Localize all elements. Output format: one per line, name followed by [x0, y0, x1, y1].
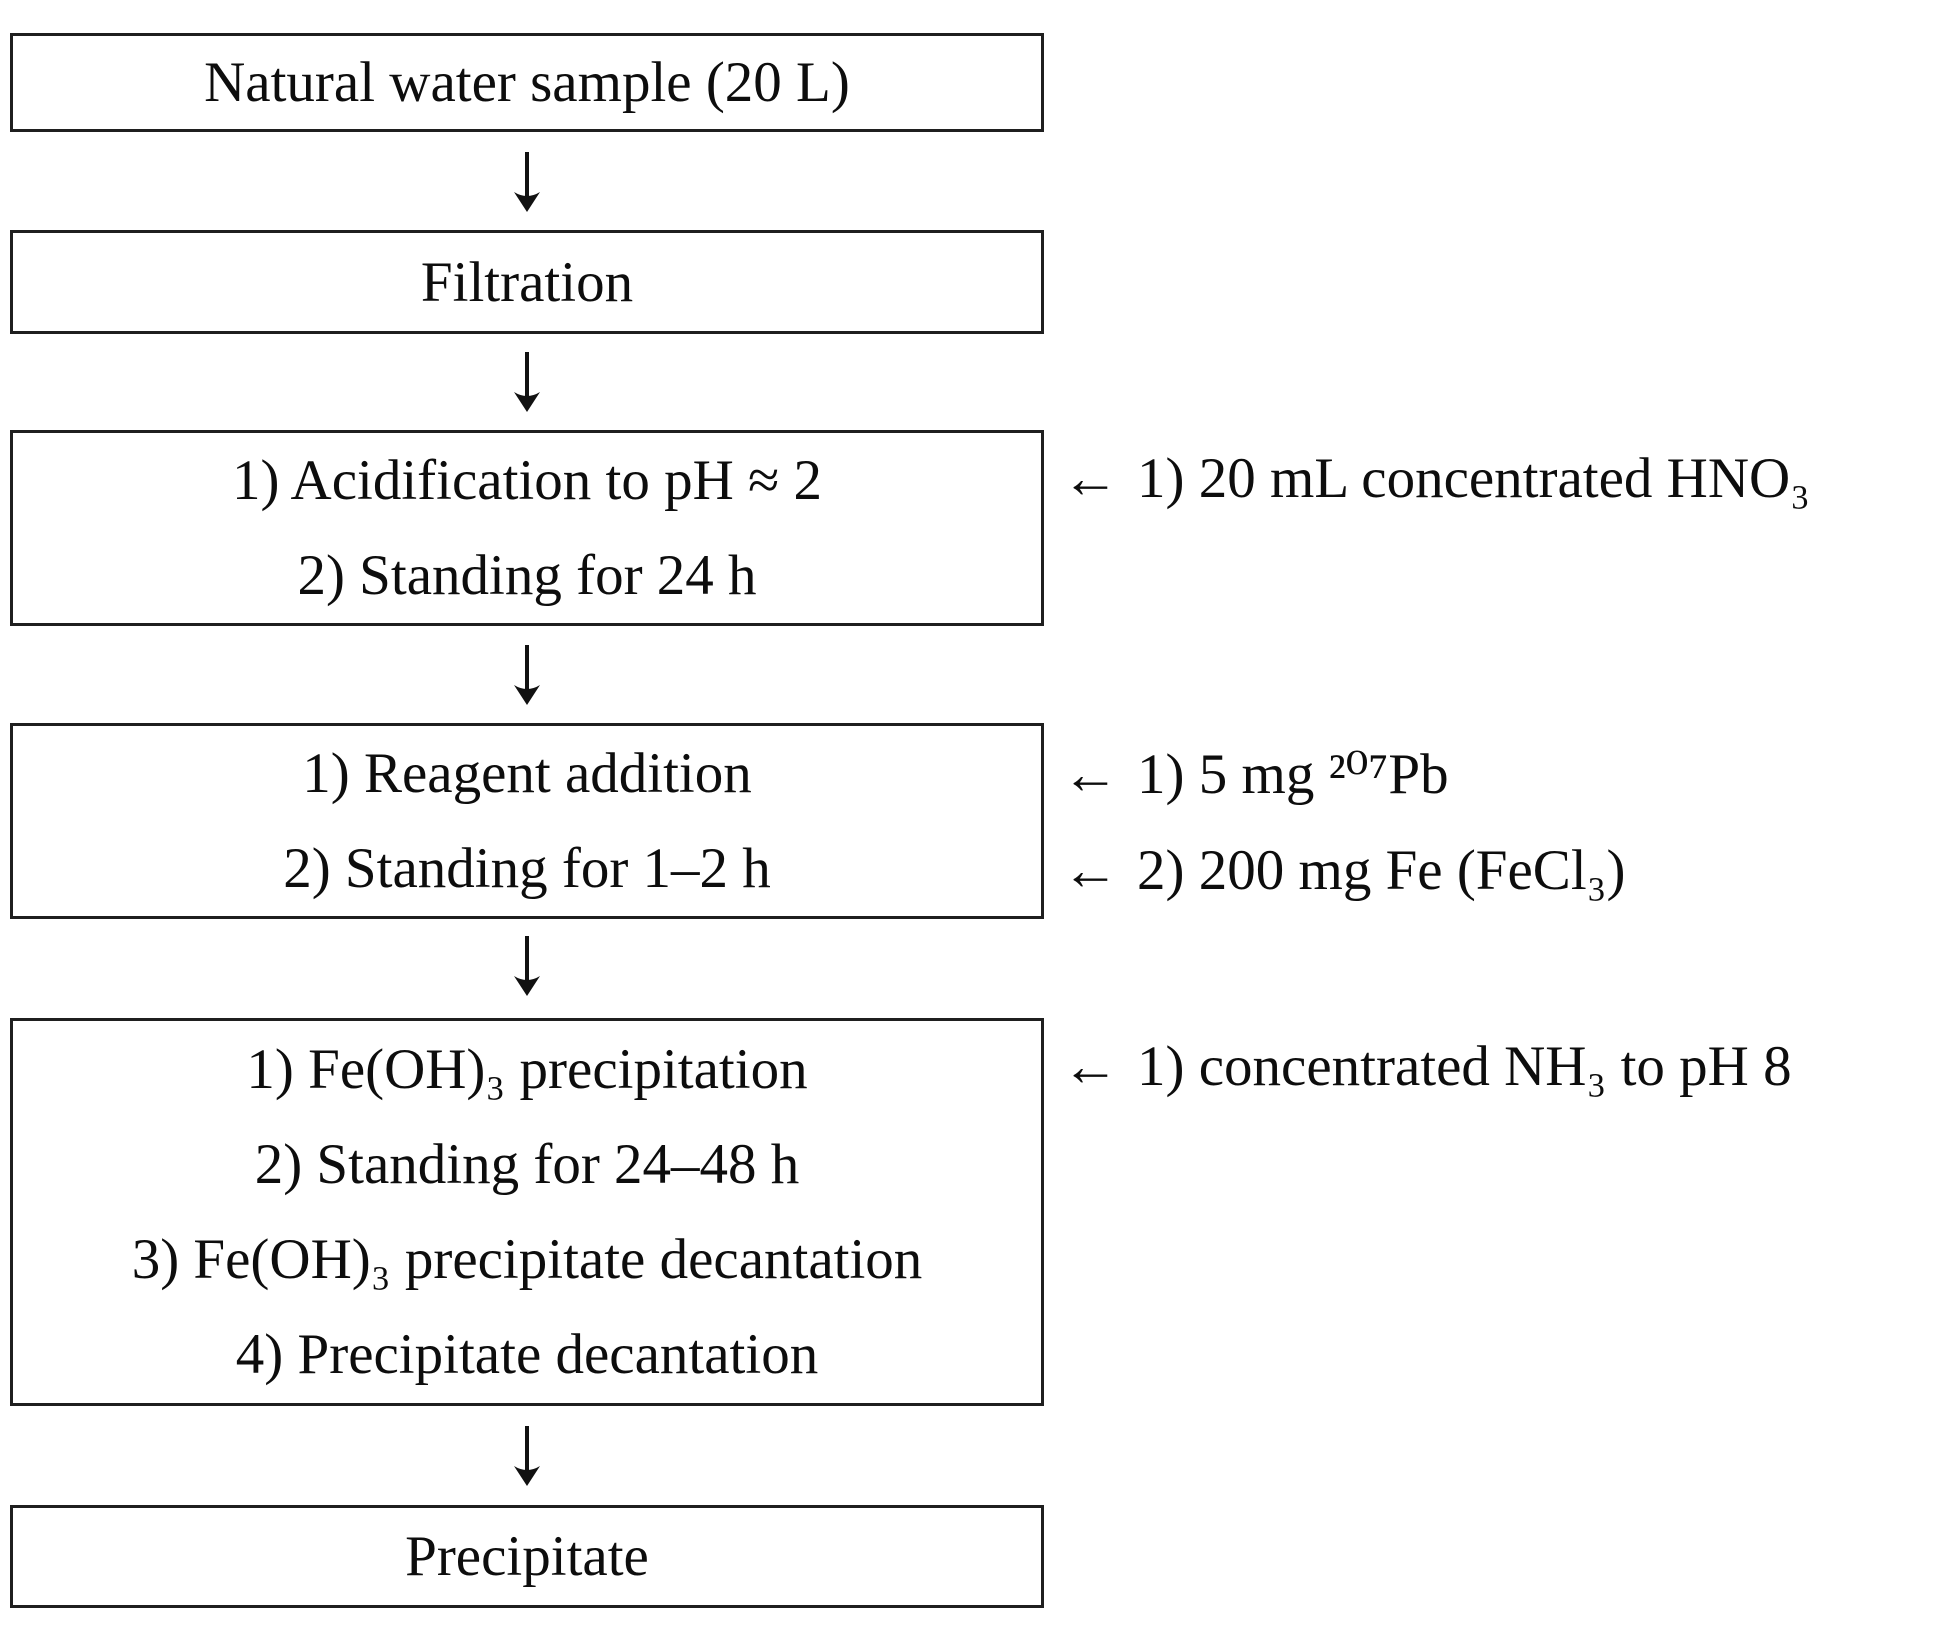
reagent-annotation-pb207: ← 1) 5 mg ²⁰⁷Pb — [1062, 727, 1449, 822]
box-line: 1) Reagent addition — [302, 742, 752, 805]
box-line: Filtration — [420, 250, 634, 314]
down-arrow-icon — [514, 936, 540, 996]
reagent-annotation-hno3: ← 1) 20 mL concentrated HNO₃ — [1062, 431, 1810, 526]
left-arrow-icon: ← — [1062, 447, 1119, 510]
box-line: 4) Precipitate decantation — [235, 1323, 819, 1386]
box-line: 2) Standing for 24–48 h — [254, 1133, 800, 1196]
process-box-natural-water-sample: Natural water sample (20 L) — [10, 33, 1044, 132]
reagent-annotation-fecl3: ← 2) 200 mg Fe (FeCl₃) — [1062, 823, 1626, 918]
annotation-text: 1) 20 mL concentrated HNO₃ — [1137, 447, 1811, 510]
box-line: 1) Acidification to pH ≈ 2 — [231, 449, 823, 512]
down-arrow-icon — [514, 1426, 540, 1486]
down-arrow-icon — [514, 645, 540, 705]
box-line: 2) Standing for 24 h — [297, 544, 757, 607]
reagent-annotation-nh3: ← 1) concentrated NH₃ to pH 8 — [1062, 1019, 1792, 1114]
annotation-text: 1) concentrated NH₃ to pH 8 — [1137, 1035, 1792, 1098]
process-box-filtration: Filtration — [10, 230, 1044, 334]
box-line: 2) Standing for 1–2 h — [283, 837, 771, 900]
left-arrow-icon: ← — [1062, 839, 1119, 902]
process-box-reagent-addition: 1) Reagent addition 2) Standing for 1–2 … — [10, 723, 1044, 919]
process-box-precipitation: 1) Fe(OH)₃ precipitation 2) Standing for… — [10, 1018, 1044, 1406]
box-line: Natural water sample (20 L) — [204, 51, 850, 114]
annotation-text: 2) 200 mg Fe (FeCl₃) — [1137, 839, 1626, 902]
left-arrow-icon: ← — [1062, 1035, 1119, 1098]
left-arrow-icon: ← — [1062, 743, 1119, 806]
down-arrow-icon — [514, 352, 540, 412]
box-line: 3) Fe(OH)₃ precipitate decantation — [131, 1228, 923, 1291]
box-line: 1) Fe(OH)₃ precipitation — [246, 1038, 808, 1101]
process-box-precipitate: Precipitate — [10, 1505, 1044, 1608]
box-line: Precipitate — [405, 1525, 649, 1588]
process-box-acidification: 1) Acidification to pH ≈ 2 2) Standing f… — [10, 430, 1044, 626]
annotation-text: 1) 5 mg ²⁰⁷Pb — [1137, 743, 1449, 806]
down-arrow-icon — [514, 152, 540, 212]
